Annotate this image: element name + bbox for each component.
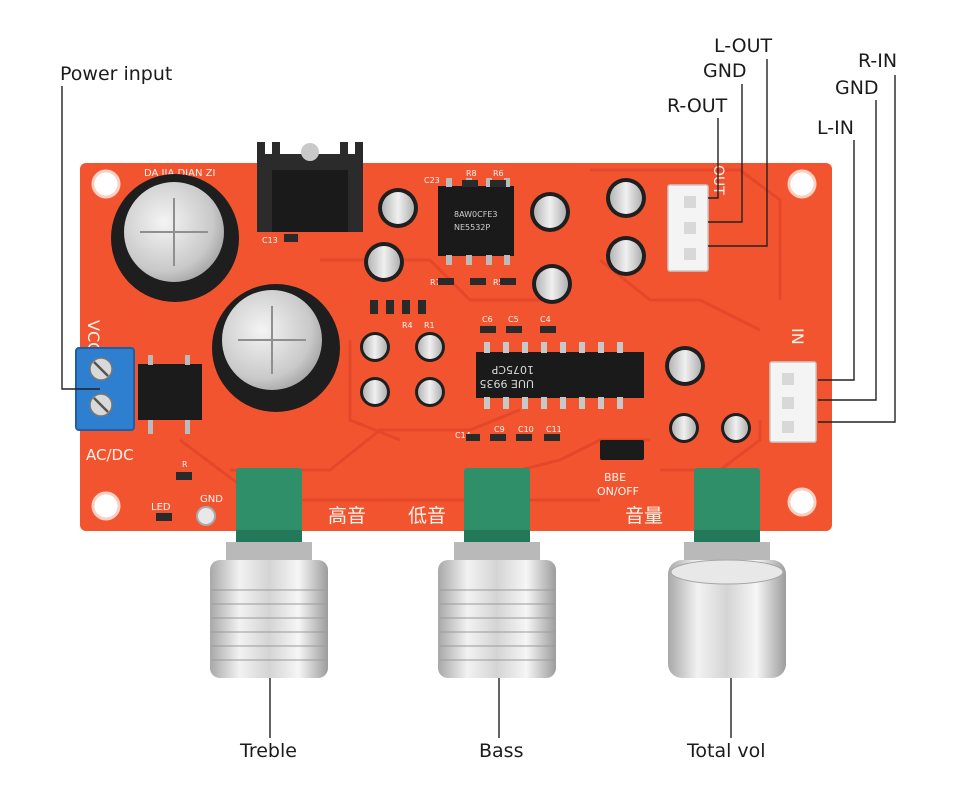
small-capacitor	[530, 192, 570, 232]
large-capacitor-1	[111, 174, 239, 302]
gnd-out-line	[708, 84, 743, 223]
output-header	[667, 184, 709, 272]
ref-c13: C13	[262, 236, 278, 245]
rectifier-pin	[148, 355, 153, 365]
vcc-label: VCC	[84, 320, 103, 353]
bbe-label: BBE	[604, 471, 626, 484]
small-capacitor	[364, 242, 404, 282]
ref-r5: R5	[493, 278, 504, 287]
opamp-chip: 8AW0CFE3 NE5532P	[438, 178, 514, 265]
gnd-pad-label: GND	[200, 494, 223, 505]
power-terminal	[75, 347, 135, 431]
volume-potentiometer[interactable]	[668, 468, 786, 678]
main-chip-code: UUE 9935	[479, 377, 534, 390]
rectifier-pin	[148, 420, 153, 434]
ref-c5: C5	[508, 315, 519, 324]
main-chip: UUE 9935 1075CP	[476, 342, 644, 409]
small-capacitor	[606, 178, 646, 218]
ref-c10: C10	[518, 425, 534, 434]
r-in-line	[818, 75, 896, 423]
treble-callout: Treble	[240, 740, 297, 762]
ref-c6: C6	[482, 315, 493, 324]
ref-r4: R4	[402, 321, 413, 330]
bbe-jumper[interactable]	[600, 440, 644, 460]
bbe-onoff-label: ON/OFF	[597, 485, 639, 498]
small-capacitor	[532, 264, 572, 304]
power-input-line	[61, 86, 100, 390]
power-input-callout: Power input	[60, 63, 173, 85]
l-in-callout: L-IN	[817, 117, 854, 139]
rectifier-pin	[185, 355, 190, 365]
l-out-line	[708, 59, 768, 247]
small-capacitor	[415, 377, 445, 407]
ref-r7: R7	[430, 278, 441, 287]
bridge-rectifier	[138, 364, 202, 420]
r-out-line	[708, 118, 719, 199]
gnd-pad	[196, 506, 216, 526]
ref-r8: R8	[466, 169, 477, 178]
gnd-out-callout: GND	[703, 60, 747, 82]
gnd-in-callout: GND	[835, 77, 879, 99]
total-vol-callout: Total vol	[687, 740, 766, 762]
ref-r1: R1	[424, 321, 435, 330]
ref-c9: C9	[494, 425, 505, 434]
ref-c4: C4	[540, 315, 551, 324]
ref-c11: C11	[546, 425, 562, 434]
small-capacitor	[721, 413, 751, 443]
smd-components	[156, 180, 560, 521]
ref-r: R	[182, 460, 188, 469]
gnd-in-line	[818, 100, 877, 401]
input-header	[769, 361, 817, 443]
l-out-callout: L-OUT	[714, 35, 773, 57]
small-capacitor	[360, 377, 390, 407]
brand-label: DA JIA DIAN ZI	[144, 168, 215, 179]
treble-cn-label: 高音	[328, 505, 366, 527]
volume-cn-label: 音量	[625, 505, 663, 527]
large-capacitor-2	[212, 284, 340, 412]
small-capacitor	[606, 236, 646, 276]
bass-cn-label: 低音	[408, 505, 446, 527]
small-capacitor	[415, 332, 445, 362]
bass-callout: Bass	[479, 740, 524, 762]
opamp-code: 8AW0CFE3	[454, 210, 497, 219]
l-in-line	[818, 140, 855, 381]
r-out-callout: R-OUT	[667, 95, 728, 117]
opamp-model: NE5532P	[454, 223, 490, 232]
voltage-regulator	[257, 142, 363, 232]
ac-dc-label: AC/DC	[86, 446, 134, 464]
treble-potentiometer[interactable]	[210, 468, 328, 678]
bass-potentiometer[interactable]	[438, 468, 556, 678]
small-capacitor	[669, 413, 699, 443]
small-capacitor	[360, 332, 390, 362]
callout-lines	[61, 59, 896, 738]
small-capacitor	[378, 188, 418, 228]
small-capacitor	[665, 346, 705, 386]
ref-r6: R6	[493, 169, 504, 178]
main-chip-model: 1075CP	[491, 363, 534, 376]
r-in-callout: R-IN	[858, 50, 898, 72]
ref-c23: C23	[424, 176, 440, 185]
ref-c14: C14	[455, 431, 471, 440]
rectifier-pin	[185, 420, 190, 434]
led-label: LED	[151, 502, 171, 513]
in-header-label: IN	[788, 328, 807, 345]
